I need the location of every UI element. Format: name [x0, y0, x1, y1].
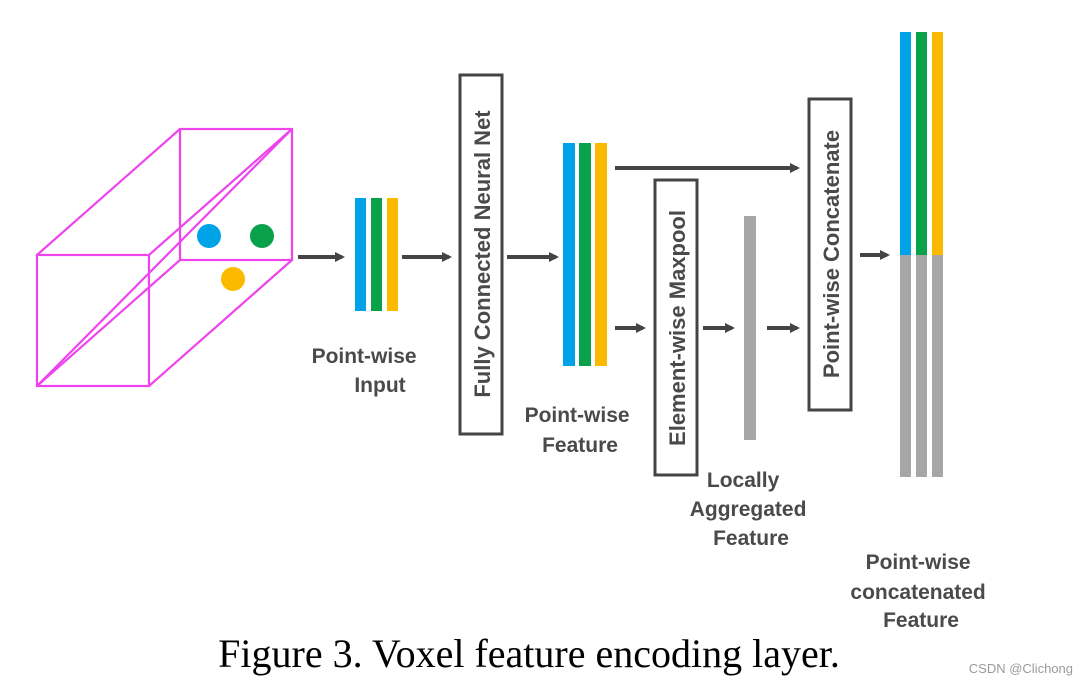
concatenate-box	[807, 97, 853, 412]
pointwise-feature-label: Point-wise Feature	[525, 404, 636, 457]
maxpool-label: Element-wise Maxpool	[665, 210, 690, 446]
concatenated-feature-label: Point-wise concatenated Feature	[850, 551, 991, 632]
input-bar-blue	[355, 198, 366, 311]
feature-bar-blue	[563, 143, 575, 366]
output-bar-blue	[900, 32, 911, 255]
point-blue	[197, 224, 221, 248]
fcn-label: Fully Connected Neural Net	[470, 110, 495, 398]
output-bar-yellow	[932, 32, 943, 255]
feature-bar-yellow	[595, 143, 607, 366]
output-bar-gray-3	[932, 255, 943, 477]
point-yellow	[221, 267, 245, 291]
locally-aggregated-label: Locally Aggregated Feature	[690, 469, 813, 550]
input-bar-green	[371, 198, 382, 311]
output-bar-gray-1	[900, 255, 911, 477]
pointwise-input-label: Point-wise Input	[312, 345, 423, 397]
output-bar-gray-2	[916, 255, 927, 477]
maxpool-box	[653, 178, 699, 477]
input-bar-yellow	[387, 198, 398, 311]
fcn-box	[458, 73, 504, 436]
figure-caption: Figure 3. Voxel feature encoding layer.	[218, 631, 840, 676]
point-green	[250, 224, 274, 248]
pointwise-input-bars	[355, 198, 398, 311]
aggregated-bar	[744, 216, 756, 440]
output-bar-green	[916, 32, 927, 255]
feature-bar-green	[579, 143, 591, 366]
concatenate-label: Point-wise Concatenate	[819, 130, 844, 378]
watermark: CSDN @Clichong	[969, 661, 1073, 676]
pointwise-feature-bars	[563, 143, 607, 366]
concatenated-output-bars	[900, 32, 943, 477]
voxel-box	[35, 127, 294, 388]
